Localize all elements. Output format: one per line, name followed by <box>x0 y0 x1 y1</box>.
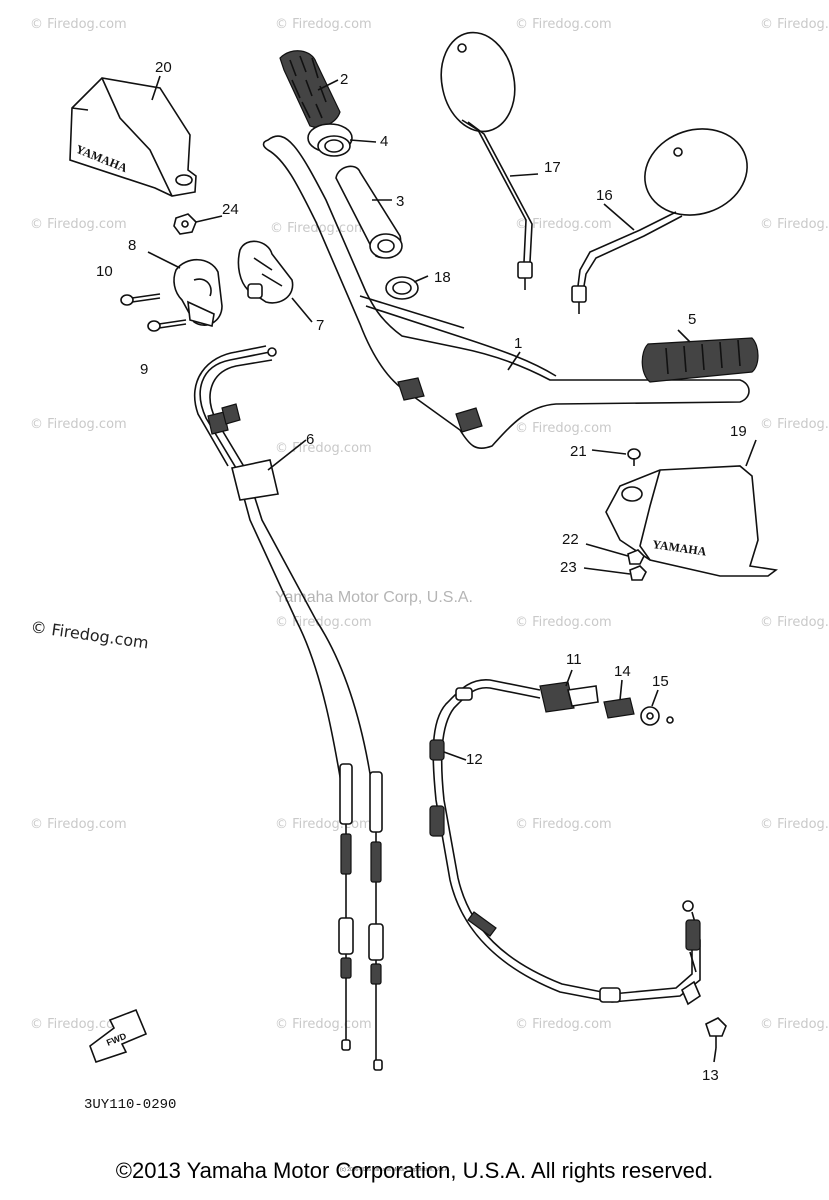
mirror-right <box>440 31 533 290</box>
watermark: © Firedog.com <box>275 817 372 832</box>
callout-10: 10 <box>96 263 113 280</box>
throttle-tube <box>335 165 403 259</box>
watermark: © Firedog.com <box>275 17 372 32</box>
choke-plunger <box>539 681 599 713</box>
watermark: © Firedog.com <box>30 1017 127 1032</box>
callout-1: 1 <box>514 335 522 352</box>
callout-6: 6 <box>306 431 314 448</box>
watermark: © Firedog.com <box>30 417 127 432</box>
mirror-left <box>571 128 748 314</box>
callout-21: 21 <box>570 443 587 460</box>
nut-23 <box>629 565 647 581</box>
watermark: © Firedog.com <box>275 615 372 630</box>
callout-5: 5 <box>688 311 696 328</box>
watermark: © Firedog.com <box>515 817 612 832</box>
watermark: © Firedog.com <box>515 615 612 630</box>
center-label: Yamaha Motor Corp, U.S.A. <box>275 589 473 606</box>
throttle-cable <box>193 345 384 1071</box>
watermark: © Firedog.com <box>760 417 829 432</box>
watermark: © Firedog.com <box>30 817 127 832</box>
watermark: © Firedog.com <box>760 615 829 630</box>
callout-22: 22 <box>562 531 579 548</box>
grip-left <box>641 337 759 383</box>
diagram-code: 3UY110-0290 <box>84 1097 176 1113</box>
watermark: © Firedog.com <box>515 17 612 32</box>
callout-23: 23 <box>560 559 577 576</box>
knuckle-guard-left: YAMAHA <box>605 465 779 577</box>
washer <box>640 706 674 726</box>
knuckle-guard-right: YAMAHA <box>69 77 197 197</box>
handlebar <box>262 135 750 450</box>
nut-22 <box>627 549 645 565</box>
watermark: © Firedog.com <box>760 817 829 832</box>
callout-15: 15 <box>652 673 669 690</box>
leader-lines <box>147 75 757 1063</box>
collar <box>307 123 353 157</box>
spring <box>603 697 635 719</box>
watermark: © Firedog.com <box>30 17 127 32</box>
callout-20: 20 <box>155 59 172 76</box>
screw-10 <box>120 293 161 306</box>
choke-cable <box>429 679 701 1006</box>
throttle-housing-cap <box>237 240 294 304</box>
watermark-large: © Firedog.com <box>29 617 149 652</box>
watermark-layer: © Firedog.com © Firedog.com © Firedog.co… <box>29 17 829 1032</box>
callout-numbers: 20 2 4 3 17 16 24 8 10 18 7 9 5 1 6 21 1… <box>96 59 747 1084</box>
watermark: © Firedog.com <box>760 17 829 32</box>
callout-11: 11 <box>566 651 582 668</box>
bolt-21 <box>627 448 641 466</box>
callout-7: 7 <box>316 317 324 334</box>
throttle-housing <box>173 258 223 328</box>
callout-16: 16 <box>596 187 613 204</box>
callout-8: 8 <box>128 237 136 254</box>
screw-9 <box>147 319 187 332</box>
nut-24 <box>173 213 197 235</box>
callout-9: 9 <box>140 361 148 378</box>
callout-19: 19 <box>730 423 747 440</box>
spacer <box>385 276 419 300</box>
watermark: © Firedog.com <box>515 421 612 436</box>
watermark: © Firedog.com <box>515 217 612 232</box>
fwd-arrow: FWD <box>89 1008 148 1064</box>
watermark: © Firedog.com <box>515 1017 612 1032</box>
callout-12: 12 <box>466 751 483 768</box>
callout-17: 17 <box>544 159 561 176</box>
callout-18: 18 <box>434 269 451 286</box>
grip-right <box>279 50 341 128</box>
watermark: © Firedog.com <box>760 217 829 232</box>
callout-24: 24 <box>222 201 239 218</box>
watermark: © Firedog.com <box>30 217 127 232</box>
callout-14: 14 <box>614 663 631 680</box>
watermark: © Firedog.com <box>760 1017 829 1032</box>
watermark: © Firedog.com <box>275 1017 372 1032</box>
small-copyright: (c) 2006-2016 Yamaha Motor Corporation, … <box>340 1167 450 1173</box>
callout-13: 13 <box>702 1067 719 1084</box>
callout-3: 3 <box>396 193 404 210</box>
footer-copyright: ©2013 Yamaha Motor Corporation, U.S.A. A… <box>115 1158 714 1183</box>
bolt-13 <box>705 1017 727 1048</box>
callout-2: 2 <box>340 71 348 88</box>
callout-4: 4 <box>380 133 388 150</box>
